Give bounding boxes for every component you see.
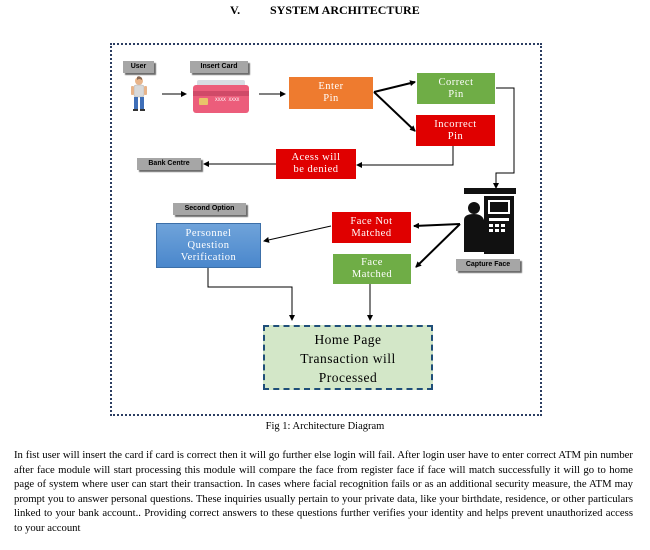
arrow-capture-to-not-matched — [413, 222, 461, 229]
atm-face-capture-icon — [464, 188, 516, 254]
node-enter-pin: Enter Pin — [289, 77, 373, 109]
node-personnel-question-verification: Personnel Question Verification — [156, 223, 261, 268]
arrow-incorrect-to-denied — [356, 146, 454, 168]
diagram-frame — [110, 43, 542, 416]
arrow-personnel-to-home — [207, 268, 295, 321]
arrow-capture-to-matched — [415, 223, 461, 268]
node-face-matched: Face Matched — [333, 254, 411, 284]
card-shape — [193, 80, 249, 113]
user-person-icon — [131, 76, 147, 111]
label-capture-face: Capture Face — [456, 259, 520, 271]
section-number: V. — [230, 3, 241, 17]
label-second-option: Second Option — [173, 203, 246, 215]
node-correct-pin: Correct Pin — [417, 73, 495, 104]
card-number: XXXX XXXX — [215, 98, 240, 103]
atm-card-icon: XXXX XXXX — [193, 80, 249, 113]
node-incorrect-pin: Incorrect Pin — [416, 115, 495, 146]
label-bank-centre: Bank Centre — [137, 158, 201, 170]
label-user: User — [123, 61, 154, 73]
arrow-enter-pin-to-correct — [373, 80, 416, 93]
section-title: SYSTEM ARCHITECTURE — [270, 3, 420, 17]
node-face-not-matched: Face Not Matched — [332, 212, 411, 243]
section-heading: V. SYSTEM ARCHITECTURE — [0, 3, 650, 19]
arrow-not-matched-to-personnel — [263, 225, 332, 243]
body-paragraph: In fist user will insert the card if car… — [14, 449, 633, 534]
arrow-enter-pin-to-incorrect — [373, 91, 416, 132]
node-access-denied: Acess will be denied — [276, 149, 356, 179]
figure-caption: Fig 1: Architecture Diagram — [265, 421, 385, 432]
node-home-page: Home Page Transaction will Processed — [263, 325, 433, 390]
arrow-correct-to-capture — [493, 87, 515, 189]
label-insert-card: Insert Card — [190, 61, 248, 73]
